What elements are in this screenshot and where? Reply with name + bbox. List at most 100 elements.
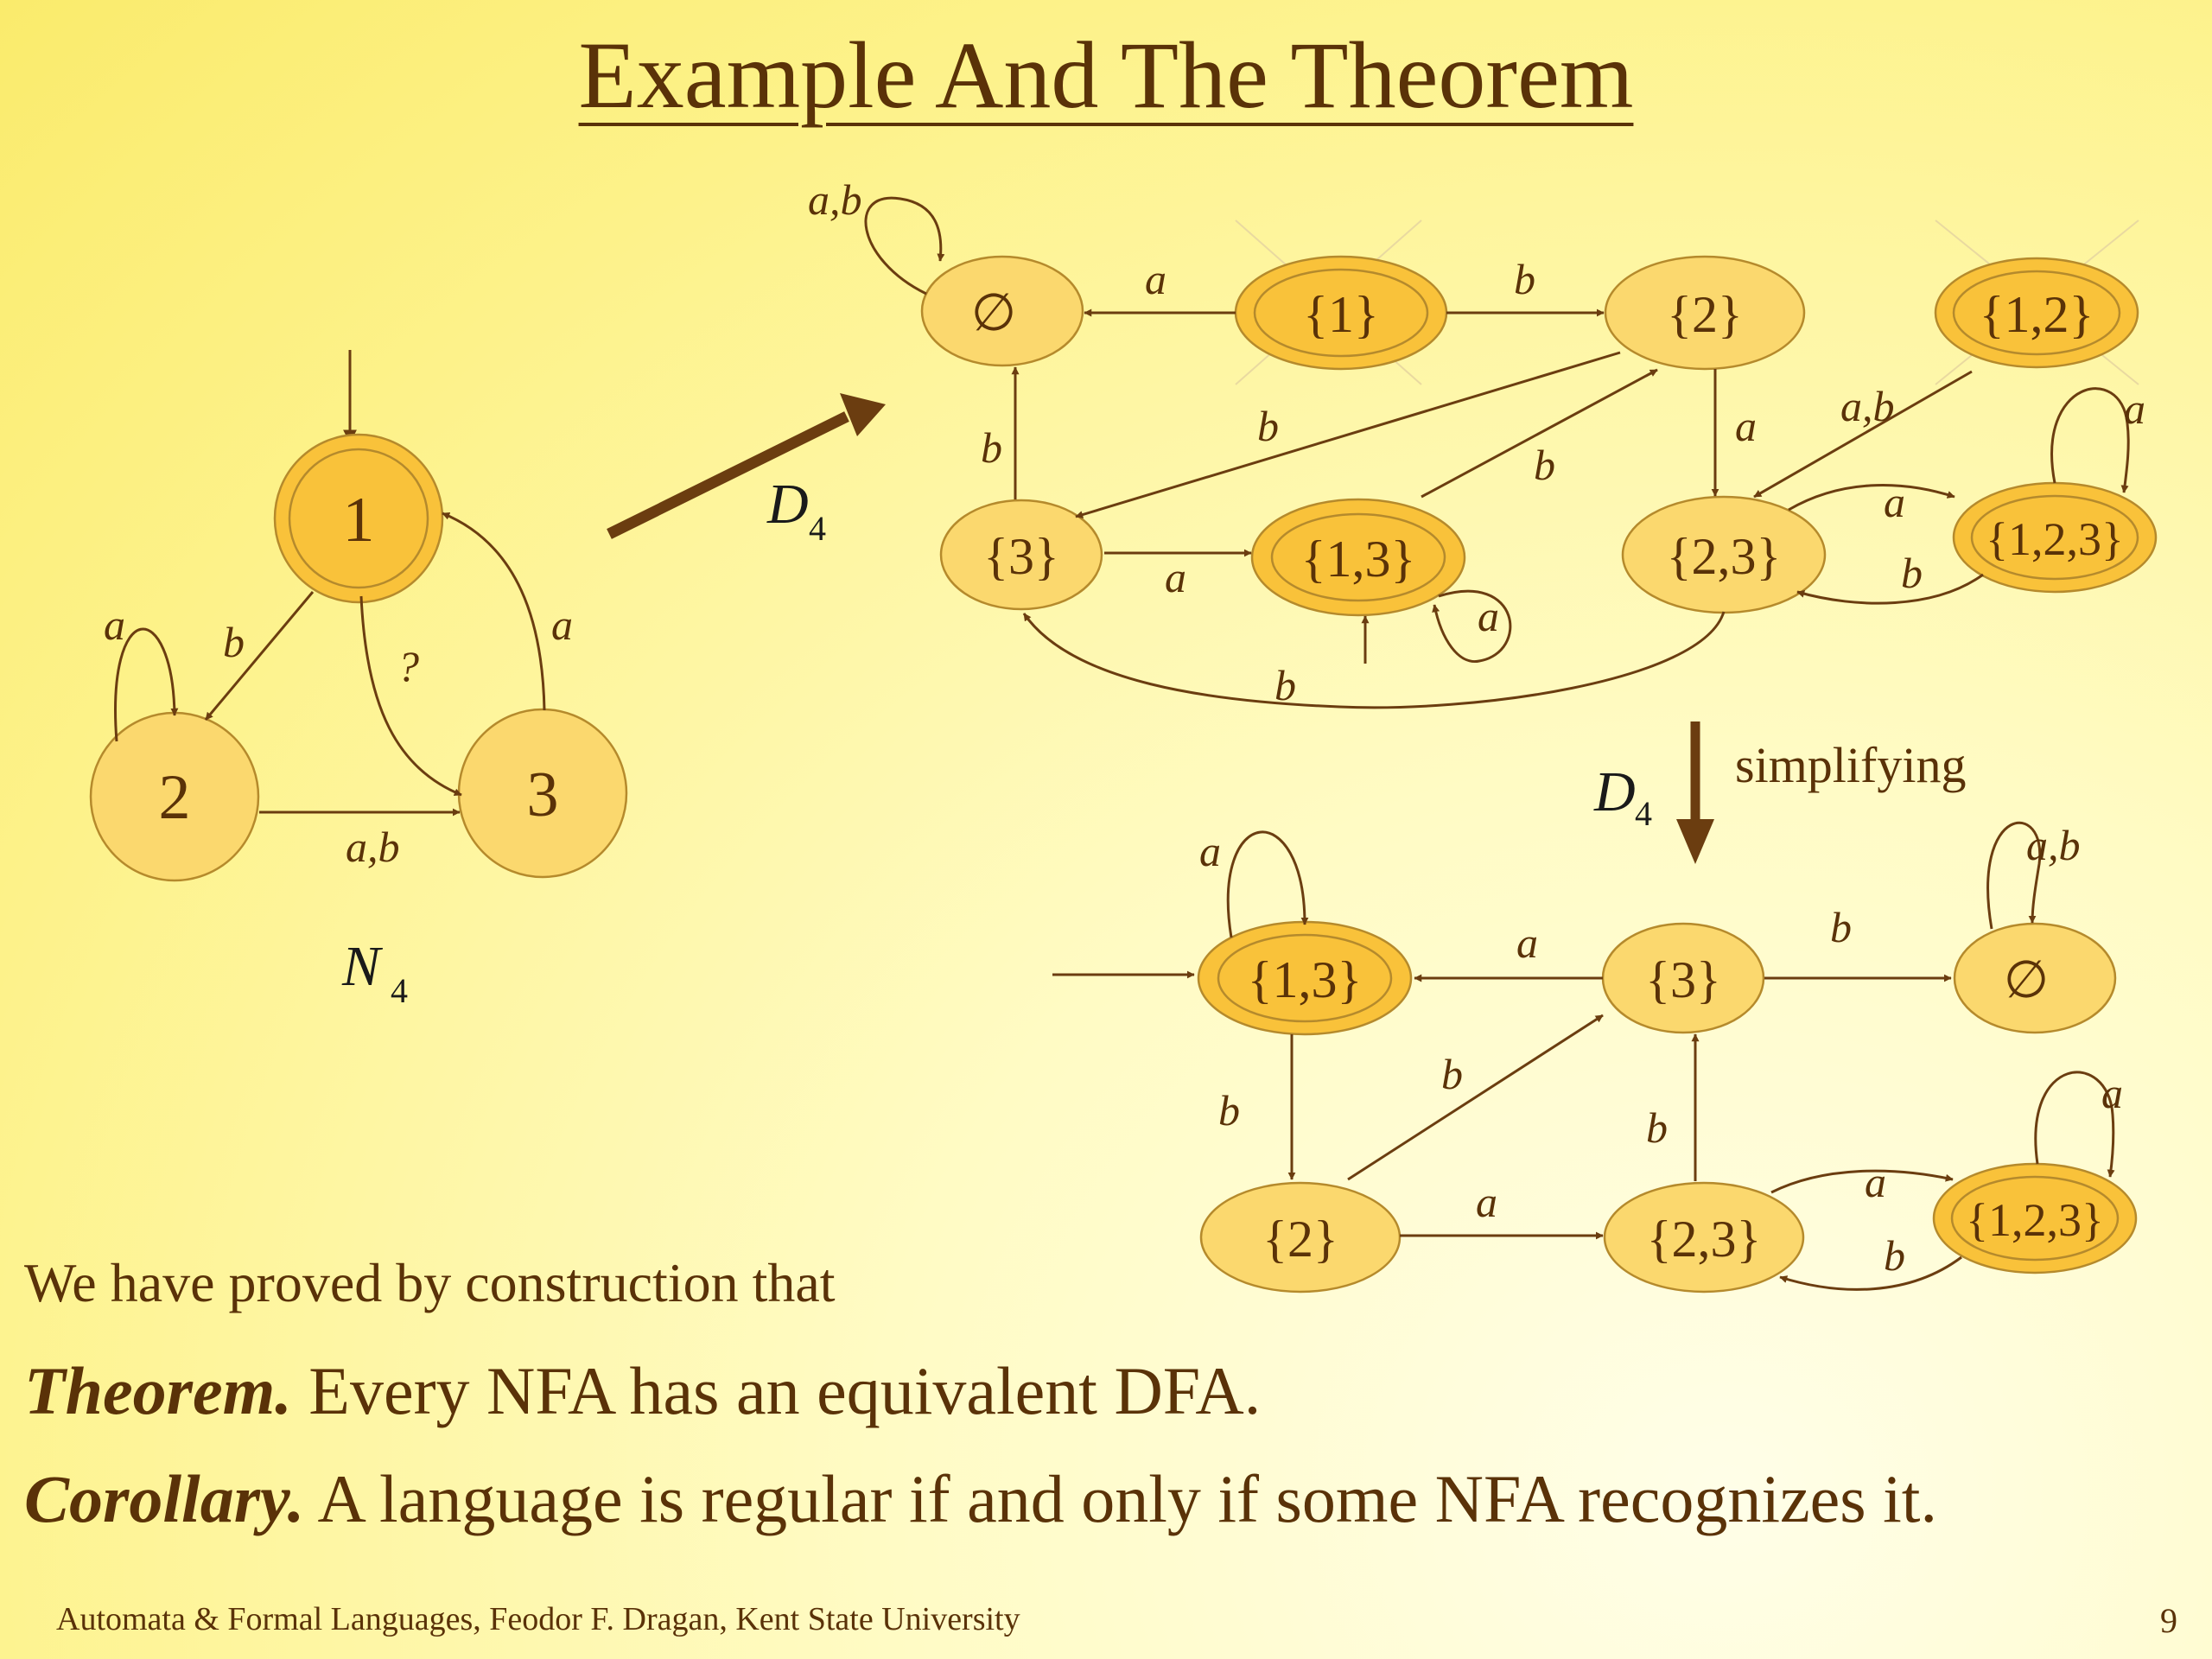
nfa-label-1-3: ? [397,642,419,690]
theorem-line: Theorem. Every NFA has an equivalent DFA… [24,1352,1261,1430]
dfa-state-1: {1} [1234,219,1448,385]
nfa-n4: 1 2 3 a b a,b a ? N 4 [89,350,628,1010]
corollary-line: Corollary. A language is regular if and … [24,1460,1937,1538]
nfa-state-3: 3 [457,708,628,879]
simplifying-caption: simplifying [1735,737,1966,793]
sdfa-label-13-self: a [1199,827,1221,875]
dfa-state-123: {1,2,3} [1952,481,2158,594]
dfa-label-2-3: b [1257,402,1279,450]
sdfa-state-3: {3} [1601,922,1765,1034]
theorem-label: Theorem. [24,1353,292,1428]
sdfa-state-23: {2,3} [1603,1181,1805,1294]
footer-credit: Automata & Formal Languages, Feodor F. D… [56,1601,1020,1637]
sdfa-label-empty-self: a,b [2026,821,2081,869]
dfa-edge-123-self [2050,387,2130,493]
dfa-label-123-self: a [2124,385,2145,433]
dfa-label-13-self: a [1478,592,1499,640]
dfa-state-23: {2,3} [1621,495,1827,614]
slide-title: Example And The Theorem [578,22,1634,128]
nfa-state-3-label: 3 [527,760,559,830]
sdfa-state-2-label: {2} [1262,1211,1338,1268]
page-number: 9 [2160,1601,2177,1640]
sdfa-label-13-2: b [1218,1086,1240,1135]
simplify-arrow: D 4 simplifying [1593,721,1966,864]
dfa-edge-23-123 [1788,484,1955,512]
dfa-label-1-empty: a [1145,255,1166,303]
simplified-name-sub: 4 [1635,794,1652,833]
dfa-state-23-label: {2,3} [1667,528,1782,585]
sdfa-state-13: {1,3} [1197,920,1413,1036]
intro-line: We have proved by construction that [24,1252,836,1313]
dfa-label-3-empty: b [981,423,1002,472]
sdfa-label-2-23: a [1476,1178,1497,1226]
dfa-state-empty: ∅ [920,255,1084,367]
dfa-edge-123-23 [1796,573,1984,605]
dfa-edge-13-self [1432,589,1512,664]
nfa-state-1: 1 [273,433,444,604]
dfa-state-2-label: {2} [1667,286,1743,343]
dfa-edge-23-3 [1022,611,1726,709]
dfa-label-23-3: b [1274,661,1296,709]
sdfa-edge-13-self [1226,830,1309,938]
corollary-label: Corollary. [24,1461,305,1536]
dfa-label-2-23: a [1735,402,1757,450]
dfa-label-3-13: a [1165,553,1186,601]
dfa-edge-2-3 [1075,351,1621,518]
nfa-name-sub: 4 [391,971,408,1010]
sdfa-label-23-3: b [1646,1103,1668,1152]
nfa-state-2-label: 2 [159,762,191,833]
nfa-edge-1-3 [359,595,462,797]
dfa-label-123-23: b [1901,549,1923,597]
sdfa-state-123-label: {1,2,3} [1966,1194,2104,1246]
dfa-state-123-label: {1,2,3} [1986,513,2124,565]
sdfa-label-123-self: a [2101,1069,2123,1117]
simplified-name: D [1593,760,1636,823]
sdfa-state-2: {2} [1199,1181,1402,1294]
dfa-edge-12-23 [1753,370,1973,499]
nfa-name: N [341,935,384,998]
nfa-state-2: 2 [89,711,260,882]
nfa-edge-2-self [114,627,179,742]
sdfa-edge-2-3 [1347,1014,1604,1181]
sdfa-state-13-label: {1,3} [1248,951,1363,1008]
dfa-label-12-23: a,b [1840,382,1895,430]
conversion-arrow: D 4 [607,393,886,548]
sdfa-edge-123-23 [1779,1255,1962,1291]
simplified-dfa: {1,3} {3} ∅ {2} {2,3} {1,2,3} [1052,821,2138,1294]
sdfa-state-23-label: {2,3} [1647,1211,1762,1268]
dfa-state-3: {3} [939,499,1103,611]
dfa-d4: ∅ {1} {2} {1,2} {3} {1,3} [808,175,2158,709]
sdfa-label-2-3: b [1441,1050,1463,1098]
dfa-state-1-label: {1} [1303,286,1379,343]
nfa-label-1-2: b [223,618,245,666]
sdfa-edge-23-123 [1770,1169,1954,1194]
dfa-label-23-123: a [1884,478,1905,526]
nfa-state-1-label: 1 [343,485,375,556]
dfa-state-13-label: {1,3} [1301,531,1416,588]
dfa-name: D [766,473,809,536]
sdfa-label-123-23: b [1884,1231,1905,1280]
sdfa-label-3-empty: b [1830,903,1852,951]
dfa-state-3-label: {3} [983,528,1059,585]
nfa-label-2-3: a,b [346,823,400,871]
sdfa-state-empty-label: ∅ [2004,951,2049,1008]
dfa-edge-13-2 [1421,368,1658,499]
sdfa-label-3-13: a [1516,918,1538,967]
nfa-edge-1-2 [204,591,315,721]
dfa-label-1-2: b [1514,255,1535,303]
dfa-state-13: {1,3} [1250,498,1466,617]
nfa-edge-3-1 [442,512,546,711]
dfa-state-12: {1,2} [1934,219,2139,385]
dfa-name-sub: 4 [809,509,826,548]
sdfa-state-3-label: {3} [1645,951,1721,1008]
dfa-state-empty-label: ∅ [971,284,1016,341]
dfa-state-12-label: {1,2} [1980,286,2094,343]
corollary-text: A language is regular if and only if som… [304,1461,1937,1536]
dfa-state-2: {2} [1604,255,1806,371]
sdfa-label-23-123: a [1865,1158,1886,1206]
nfa-label-2-self: a [104,601,125,649]
dfa-label-empty-self: a,b [808,175,862,224]
nfa-label-3-1: a [551,601,573,649]
dfa-edge-empty-self [864,196,945,296]
